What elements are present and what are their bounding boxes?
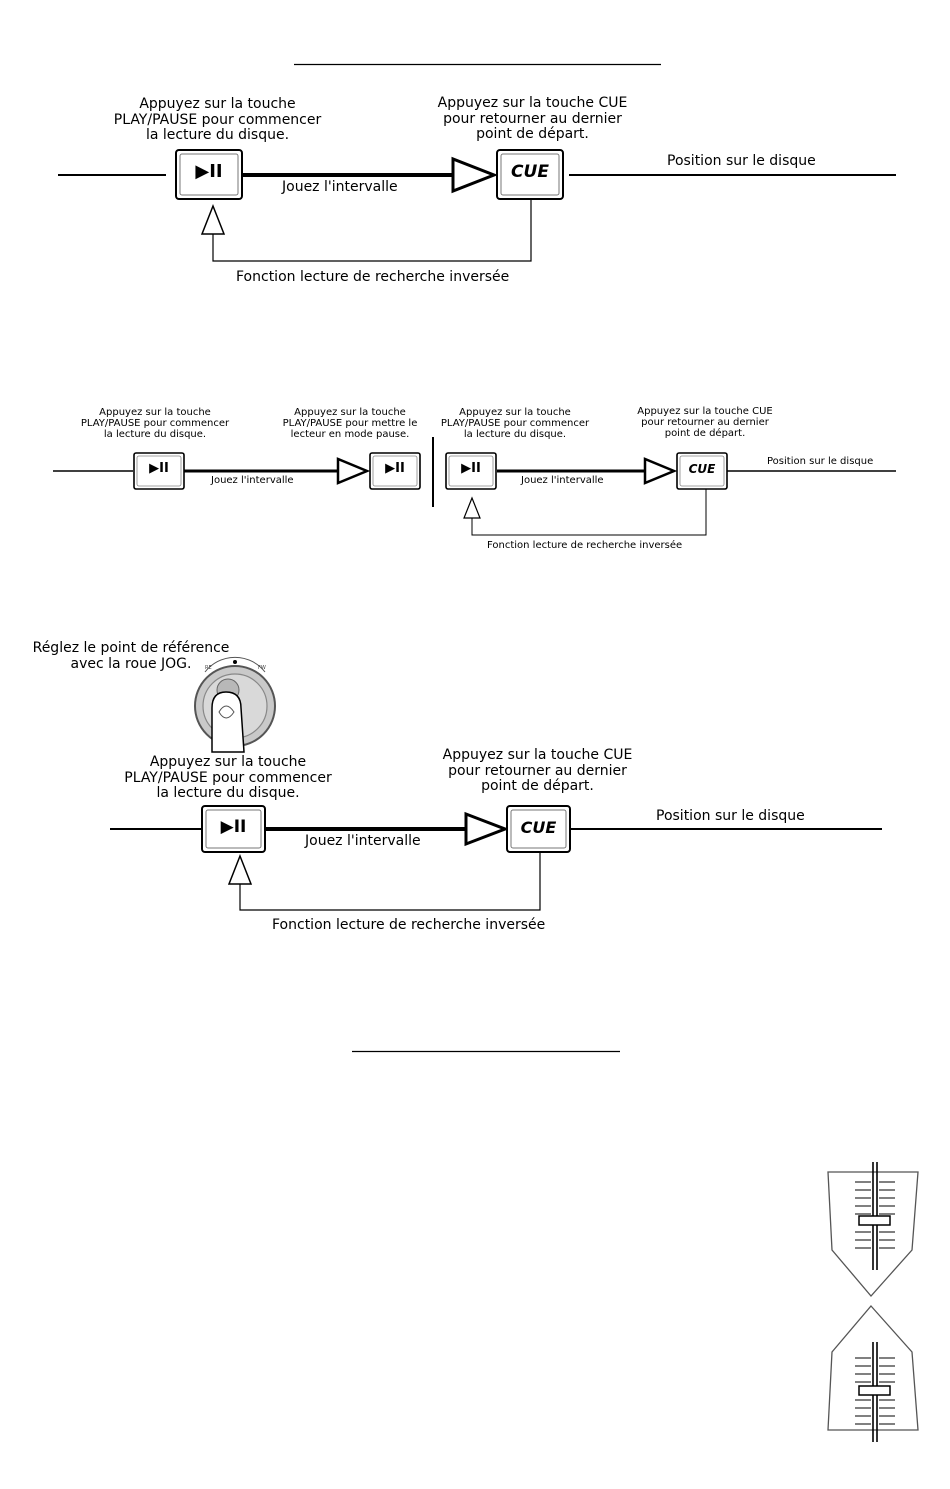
play-pause-button [175,149,243,200]
cue-icon: CUE [520,818,557,837]
play-pause-button-3 [445,452,497,490]
play-pause-instruction-1: Appuyez sur la touche PLAY/PAUSE pour co… [80,407,230,441]
reverse-search-label: Fonction lecture de recherche inversée [487,540,683,551]
play-pause-icon: ▶II [149,461,169,476]
jog-wheel-instruction: Réglez le point de référence avec la rou… [32,640,230,672]
interval-label: Jouez l'intervalle [282,179,398,195]
play-pause-icon: ▶II [461,461,481,476]
cue-instruction: Appuyez sur la touche CUE pour retourner… [637,406,773,440]
diagram-3: RE FW [110,656,882,911]
cue-button [676,452,728,490]
finger-icon [211,691,245,753]
play-pause-icon: ▶II [385,461,405,476]
svg-text:RE: RE [205,665,212,671]
play-pause-button-2 [369,452,421,490]
reverse-search-label: Fonction lecture de recherche inversée [236,269,510,285]
play-pause-instruction: Appuyez sur la touche PLAY/PAUSE pour co… [124,754,332,802]
play-pause-icon: ▶II [220,817,247,837]
cue-button [506,805,571,853]
cue-instruction: Appuyez sur la touche CUE pour retourner… [437,95,628,143]
play-pause-instruction-2: Appuyez sur la touche PLAY/PAUSE pour co… [440,407,590,441]
pause-instruction: Appuyez sur la touche PLAY/PAUSE pour me… [282,407,418,441]
play-pause-icon: ▶II [195,161,223,182]
forward-arrow [451,156,499,194]
reverse-arrow [200,203,226,235]
cue-instruction: Appuyez sur la touche CUE pour retourner… [442,747,633,795]
fader-down-arrow-icon [827,1162,919,1297]
svg-text:FW: FW [258,665,266,671]
diagram-1 [58,149,896,262]
disc-position-label: Position sur le disque [767,456,874,467]
play-pause-button-1 [133,452,185,490]
play-pause-instruction: Appuyez sur la touche PLAY/PAUSE pour co… [113,96,322,144]
interval-label-2: Jouez l'intervalle [521,475,604,486]
reverse-search-label: Fonction lecture de recherche inversée [272,917,546,933]
cue-icon: CUE [688,462,716,476]
disc-position-label: Position sur le disque [667,153,816,169]
interval-label: Jouez l'intervalle [305,833,421,849]
disc-position-label: Position sur le disque [656,808,805,824]
play-pause-button [201,805,266,853]
fader-up-arrow-icon [827,1305,919,1442]
interval-label-1: Jouez l'intervalle [211,475,294,486]
diagram-2 [53,437,896,536]
reverse-path [212,199,532,262]
cue-icon: CUE [511,162,549,182]
cue-button [496,149,564,200]
